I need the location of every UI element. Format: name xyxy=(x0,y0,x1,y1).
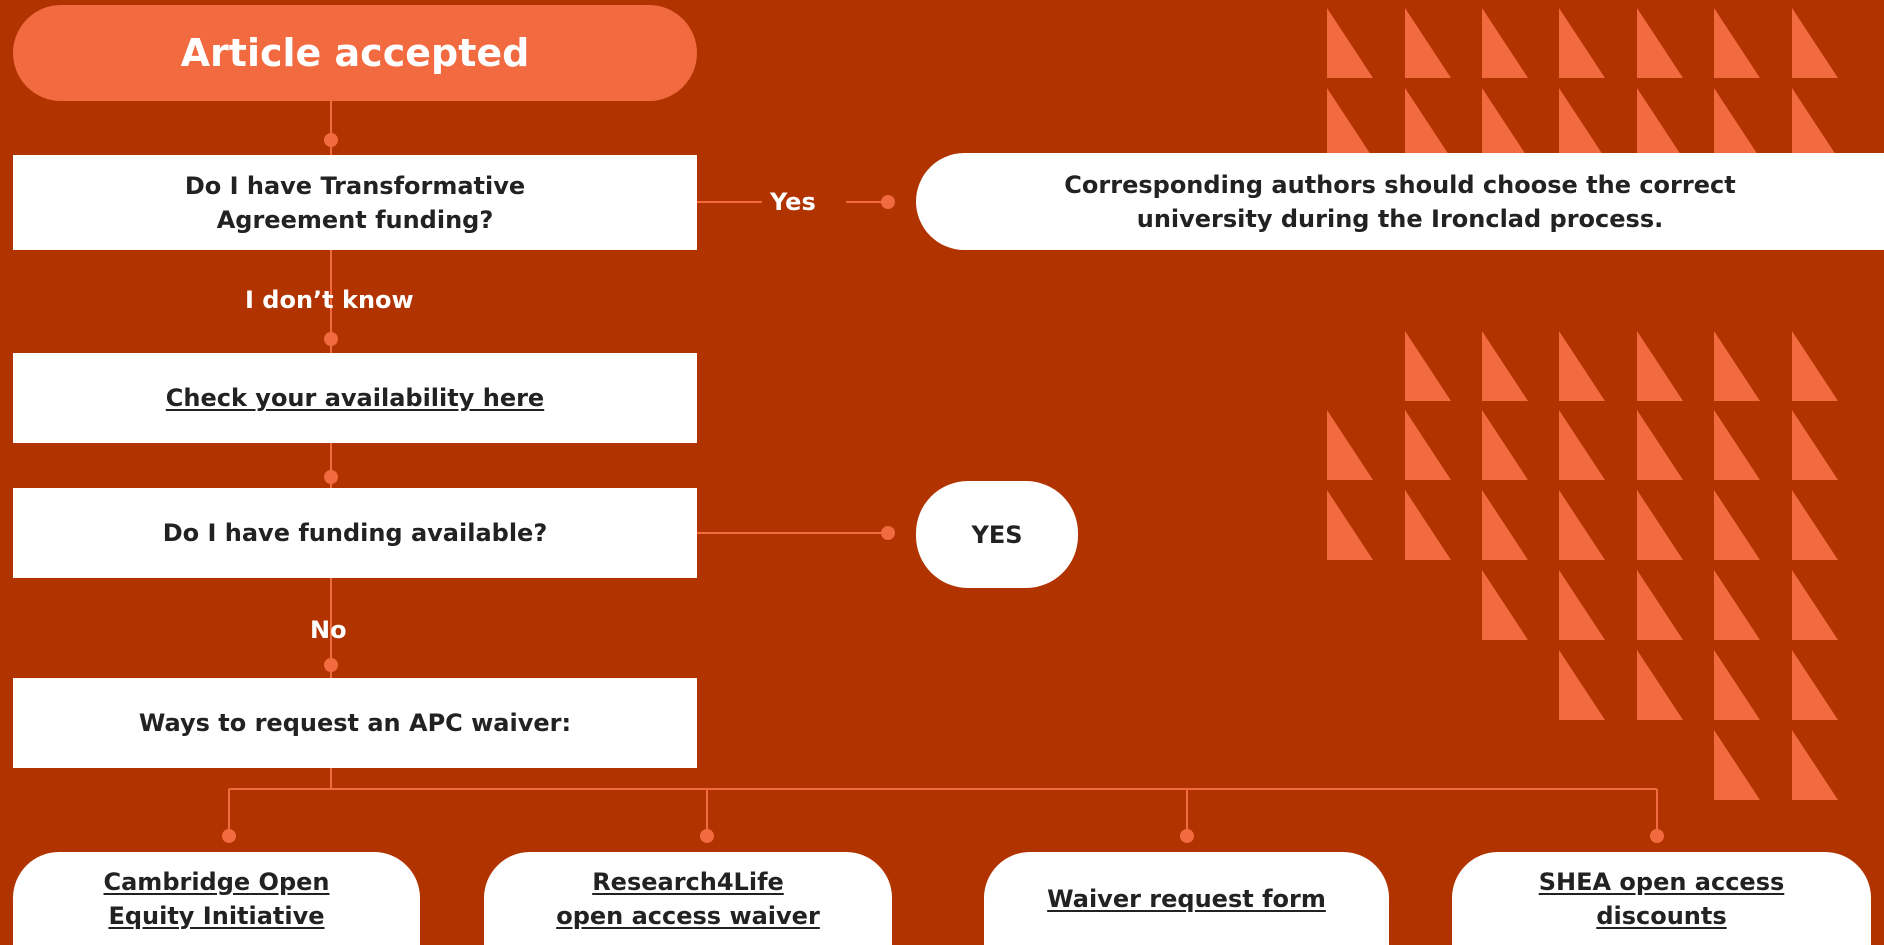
connector-dot xyxy=(324,658,338,672)
waiver-request-form-link[interactable]: Waiver request form xyxy=(1047,884,1326,913)
background-triangle xyxy=(1559,331,1605,401)
background-triangle xyxy=(1327,490,1373,560)
option-shea-discounts: SHEA open access discounts xyxy=(1452,852,1871,945)
background-triangle xyxy=(1792,650,1838,720)
option-4-line-2: discounts xyxy=(1596,901,1727,930)
edge-label-yes: Yes xyxy=(770,188,816,216)
background-triangle xyxy=(1714,650,1760,720)
option-4-line-1: SHEA open access xyxy=(1538,867,1785,896)
background-triangle xyxy=(1482,331,1528,401)
background-triangle xyxy=(1405,8,1451,78)
connector-dot xyxy=(700,829,714,843)
connector-dot xyxy=(881,195,895,209)
background-triangle xyxy=(1405,410,1451,480)
background-triangle xyxy=(1559,410,1605,480)
background-triangle xyxy=(1714,8,1760,78)
background-triangle xyxy=(1327,410,1373,480)
background-triangle xyxy=(1559,8,1605,78)
background-triangle xyxy=(1637,88,1683,158)
background-triangle xyxy=(1637,410,1683,480)
background-triangle xyxy=(1482,8,1528,78)
background-triangle xyxy=(1792,8,1838,78)
background-triangle xyxy=(1637,570,1683,640)
research4life-waiver-link[interactable]: Research4Life open access waiver xyxy=(556,865,820,933)
option-1-line-2: Equity Initiative xyxy=(108,901,325,930)
connector-dot xyxy=(1650,829,1664,843)
background-triangle xyxy=(1559,490,1605,560)
background-triangle xyxy=(1482,490,1528,560)
check-availability-link[interactable]: Check your availability here xyxy=(165,384,545,412)
ironclad-instructions: Corresponding authors should choose the … xyxy=(916,153,1884,250)
option-2-line-2: open access waiver xyxy=(556,901,820,930)
background-triangle xyxy=(1482,88,1528,158)
background-triangle xyxy=(1327,8,1373,78)
background-triangle xyxy=(1792,410,1838,480)
background-triangle xyxy=(1482,410,1528,480)
background-triangle xyxy=(1792,730,1838,800)
connector-dot xyxy=(324,470,338,484)
option-2-line-1: Research4Life xyxy=(592,867,784,896)
yes-result-node: YES xyxy=(916,481,1078,588)
background-triangle xyxy=(1637,331,1683,401)
option-cambridge-open-equity: Cambridge Open Equity Initiative xyxy=(13,852,420,945)
background-triangle xyxy=(1637,490,1683,560)
connector-dot xyxy=(222,829,236,843)
question-funding-label: Do I have funding available? xyxy=(162,519,548,547)
connector-dot xyxy=(324,332,338,346)
background-triangle xyxy=(1714,570,1760,640)
ironclad-line-2: university during the Ironclad process. xyxy=(1136,204,1664,233)
question-line-1: Do I have Transformative xyxy=(184,171,526,200)
background-triangle xyxy=(1714,490,1760,560)
option-1-line-1: Cambridge Open xyxy=(103,867,330,896)
background-triangle xyxy=(1714,730,1760,800)
background-triangle xyxy=(1637,650,1683,720)
question-line-2: Agreement funding? xyxy=(216,205,494,234)
connector-dot xyxy=(324,133,338,147)
background-triangle xyxy=(1792,88,1838,158)
waiver-heading-box: Ways to request an APC waiver: xyxy=(13,678,697,768)
option-research4life-waiver: Research4Life open access waiver xyxy=(484,852,892,945)
waiver-heading-label: Ways to request an APC waiver: xyxy=(138,709,572,737)
edge-label-dont-know: I don’t know xyxy=(245,286,414,314)
background-triangle xyxy=(1792,570,1838,640)
start-node-label: Article accepted xyxy=(180,31,530,75)
question-transformative-agreement: Do I have Transformative Agreement fundi… xyxy=(13,155,697,250)
background-triangle xyxy=(1405,331,1451,401)
background-triangle xyxy=(1637,8,1683,78)
connector-dot xyxy=(1180,829,1194,843)
shea-discounts-link[interactable]: SHEA open access discounts xyxy=(1539,865,1785,933)
connector-dot xyxy=(881,526,895,540)
background-triangle xyxy=(1714,88,1760,158)
background-triangle xyxy=(1714,331,1760,401)
option-waiver-request-form: Waiver request form xyxy=(984,852,1389,945)
background-triangle xyxy=(1482,570,1528,640)
background-triangle xyxy=(1559,650,1605,720)
start-node-article-accepted: Article accepted xyxy=(13,5,697,101)
question-funding-available: Do I have funding available? xyxy=(13,488,697,578)
background-triangle xyxy=(1559,570,1605,640)
background-triangle xyxy=(1792,331,1838,401)
background-triangle xyxy=(1714,410,1760,480)
check-availability-box: Check your availability here xyxy=(13,353,697,443)
background-triangle xyxy=(1405,490,1451,560)
cambridge-open-equity-link[interactable]: Cambridge Open Equity Initiative xyxy=(104,865,330,933)
background-triangle xyxy=(1559,88,1605,158)
edge-label-no: No xyxy=(310,616,347,644)
background-triangle xyxy=(1405,88,1451,158)
yes-result-label: YES xyxy=(971,520,1023,549)
background-triangle xyxy=(1792,490,1838,560)
background-triangle xyxy=(1327,88,1373,158)
ironclad-line-1: Corresponding authors should choose the … xyxy=(1064,170,1736,199)
